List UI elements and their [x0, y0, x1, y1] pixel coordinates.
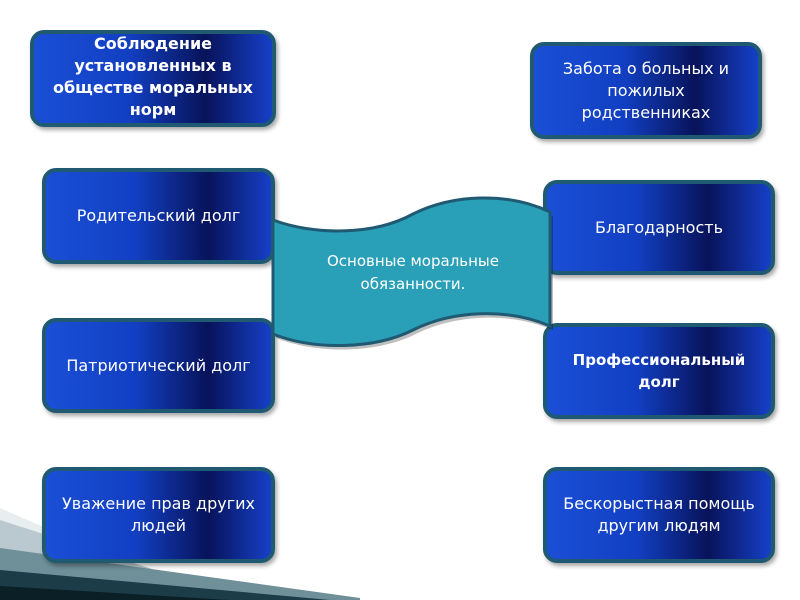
box-selfless-help-label: Бескорыстная помощь другим людям — [563, 494, 755, 535]
box-parental-duty-label: Родительский долг — [76, 206, 241, 225]
box-professional-duty-label: Профессиональный долг — [572, 351, 746, 391]
box-observing-moral-norms: Соблюдение установленных в обществе мора… — [30, 30, 276, 127]
central-label: Основные моральные обязанности. — [326, 252, 500, 293]
box-care-for-relatives: Забота о больных и пожилых родственниках — [530, 42, 762, 139]
box-patriotic-duty: Патриотический долг — [42, 318, 275, 413]
box-gratitude-label: Благодарность — [594, 217, 724, 237]
box-patriotic-duty-label: Патриотический долг — [66, 355, 251, 375]
box-care-for-relatives-label: Забота о больных и пожилых родственниках — [562, 58, 730, 122]
box-gratitude: Благодарность — [543, 180, 775, 275]
box-respect-rights-label: Уважение прав других людей — [62, 494, 255, 535]
box-parental-duty: Родительский долг — [42, 168, 275, 264]
box-selfless-help: Бескорыстная помощь другим людям — [543, 467, 775, 563]
box-observing-moral-norms-label: Соблюдение установленных в обществе мора… — [52, 33, 253, 119]
central-wavy-banner — [271, 196, 553, 350]
box-professional-duty: Профессиональный долг — [543, 323, 775, 419]
box-respect-rights: Уважение прав других людей — [42, 467, 275, 563]
